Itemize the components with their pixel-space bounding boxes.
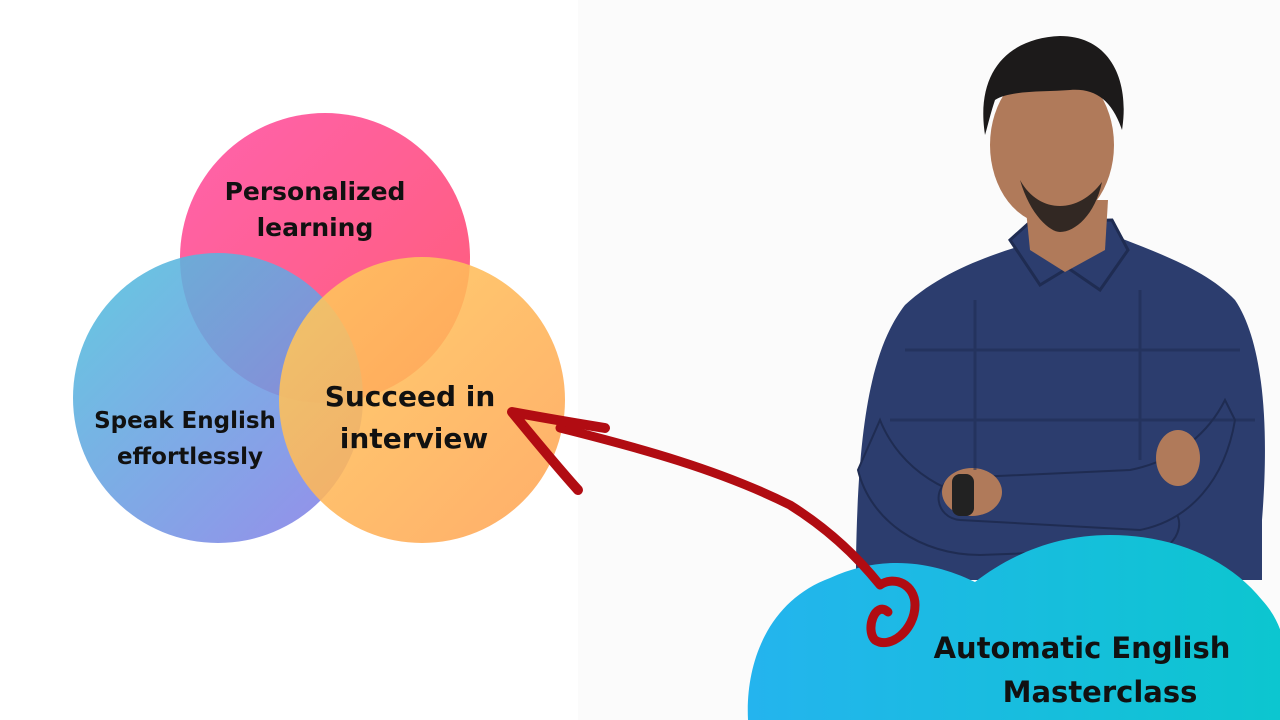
presenter-head	[990, 65, 1114, 225]
venn-label-personalized-line2: learning	[257, 213, 374, 242]
presenter-photo	[856, 36, 1265, 580]
venn-label-speak-line1: Speak English	[94, 408, 276, 434]
watch-icon	[952, 474, 974, 516]
venn-label-personalized-line1: Personalized	[225, 177, 406, 206]
shirt-pattern	[890, 290, 1255, 470]
presenter-hand-right	[1156, 430, 1200, 486]
presenter-beard	[1020, 180, 1102, 232]
venn-circle-speak-english	[73, 253, 363, 543]
venn-label-succeed-line2: interview	[340, 422, 488, 455]
arrow-icon	[507, 407, 920, 647]
venn-diagram: Personalized learning Speak English effo…	[73, 113, 565, 543]
arrow-head	[507, 407, 610, 495]
cta-title-line2: Masterclass	[1003, 675, 1198, 709]
venn-label-speak-line2: effortlessly	[117, 444, 263, 470]
cta-title-line1: Automatic English	[934, 631, 1231, 665]
presenter-hair	[983, 36, 1124, 135]
presenter-arm-right	[937, 397, 1237, 532]
venn-circle-succeed-interview	[279, 257, 565, 543]
venn-label-succeed-line1: Succeed in	[325, 380, 496, 413]
